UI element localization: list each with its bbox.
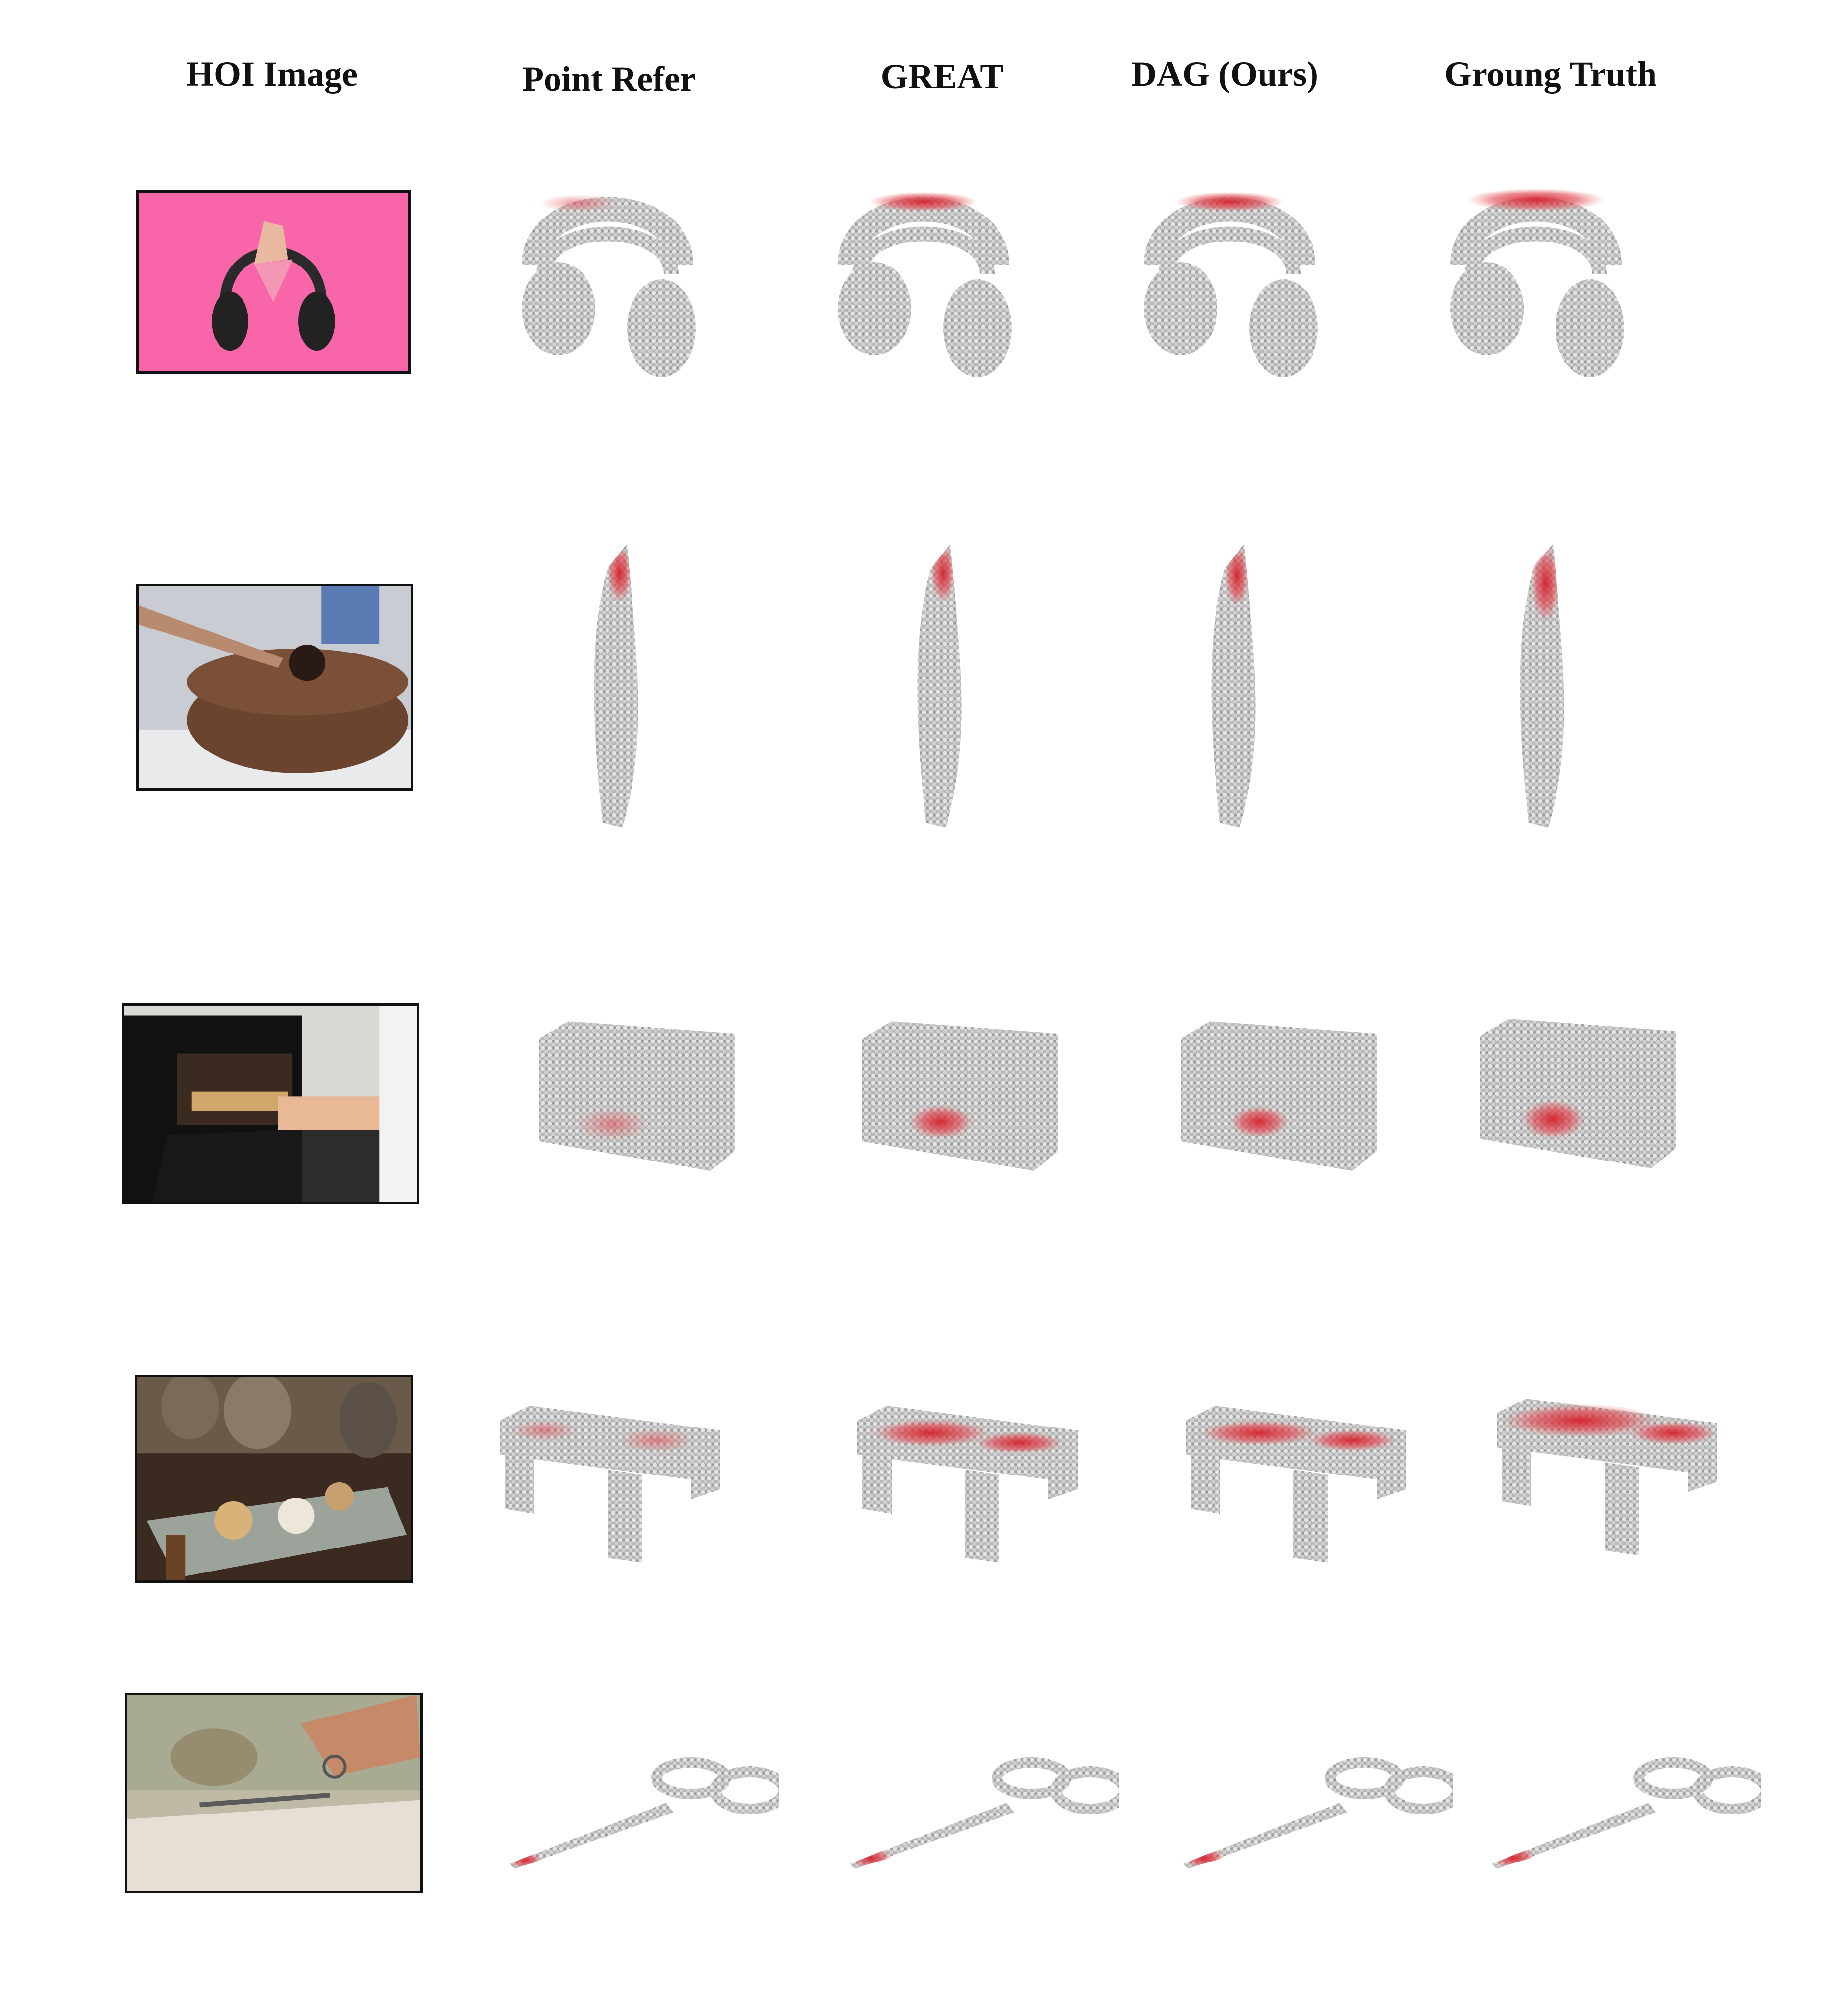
pointcloud-headphones-ground-truth — [1443, 181, 1629, 387]
pointcloud-microwave-great — [857, 1019, 1063, 1195]
pointcloud-knife-dag — [1195, 539, 1274, 833]
header-hoi-image: HOI Image — [186, 54, 358, 94]
pointcloud-headphones-great — [830, 181, 1017, 387]
pointcloud-table-dag — [1181, 1401, 1411, 1568]
hoi-photo-microwave — [122, 1003, 419, 1204]
pointcloud-microwave-ground-truth — [1475, 1016, 1680, 1193]
header-great: GREAT — [880, 57, 1004, 96]
pointcloud-table-great — [852, 1401, 1083, 1568]
hoi-photo-knife — [136, 584, 413, 791]
pointcloud-scissors-dag — [1178, 1744, 1453, 1871]
pointcloud-knife-ground-truth — [1504, 539, 1582, 833]
pointcloud-table-ground-truth — [1492, 1394, 1722, 1560]
pointcloud-knife-point-refer — [578, 539, 657, 833]
pointcloud-scissors-ground-truth — [1487, 1744, 1761, 1871]
hoi-photo-scissors — [125, 1693, 423, 1893]
pointcloud-headphones-dag — [1137, 181, 1323, 387]
pointcloud-scissors-great — [845, 1744, 1119, 1871]
pointcloud-microwave-dag — [1176, 1019, 1382, 1195]
header-dag: DAG (Ours) — [1131, 54, 1318, 94]
hoi-photo-headphones — [136, 190, 411, 374]
pointcloud-table-point-refer — [495, 1401, 725, 1568]
header-ground-truth: Groung Truth — [1444, 54, 1657, 94]
pointcloud-headphones-point-refer — [514, 181, 701, 387]
header-point-refer: Point Refer — [522, 59, 696, 98]
hoi-photo-table — [135, 1375, 413, 1583]
pointcloud-scissors-point-refer — [505, 1744, 779, 1871]
pointcloud-microwave-point-refer — [534, 1019, 740, 1195]
pointcloud-knife-great — [901, 539, 980, 833]
